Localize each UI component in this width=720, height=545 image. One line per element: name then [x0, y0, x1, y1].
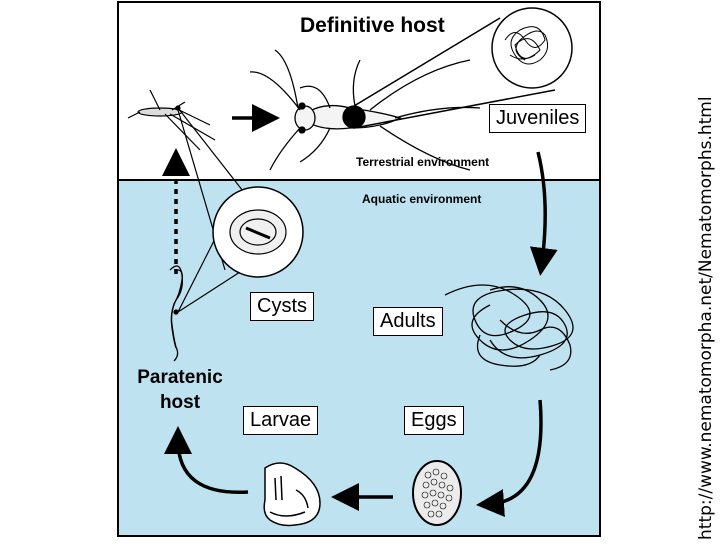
juveniles-label: Juveniles — [489, 104, 587, 133]
paratenic-host-line2: host — [159, 392, 201, 413]
juvenile-zoom — [353, 7, 573, 129]
cricket-illustration — [249, 49, 481, 171]
arrow-juveniles-to-adults — [529, 151, 558, 276]
definitive-host-label: Definitive host — [300, 14, 445, 37]
arrow-larvae-to-paratenic — [164, 426, 249, 494]
cysts-label: Cysts — [250, 292, 314, 321]
egg-illustration — [412, 460, 462, 526]
arrow-adults-to-eggs — [476, 399, 543, 517]
source-url: http://www.nematomorpha.net/Nematomorphs… — [696, 96, 716, 540]
aquatic-environment-label: Aquatic environment — [362, 192, 482, 206]
midge-larva-illustration — [169, 265, 184, 362]
cyst-zoom — [177, 107, 304, 313]
paratenic-host-label: Paratenic host — [126, 365, 234, 415]
adult-worms-illustration — [444, 284, 574, 371]
paratenic-host-line1: Paratenic — [137, 367, 223, 388]
terrestrial-environment-label: Terrestrial environment — [356, 155, 490, 169]
adults-label: Adults — [373, 307, 443, 336]
cycle-arrows — [162, 104, 558, 517]
eggs-label: Eggs — [404, 406, 464, 435]
mosquito-illustration — [127, 89, 216, 151]
larvae-label: Larvae — [243, 406, 319, 435]
larva-illustration — [263, 462, 321, 527]
